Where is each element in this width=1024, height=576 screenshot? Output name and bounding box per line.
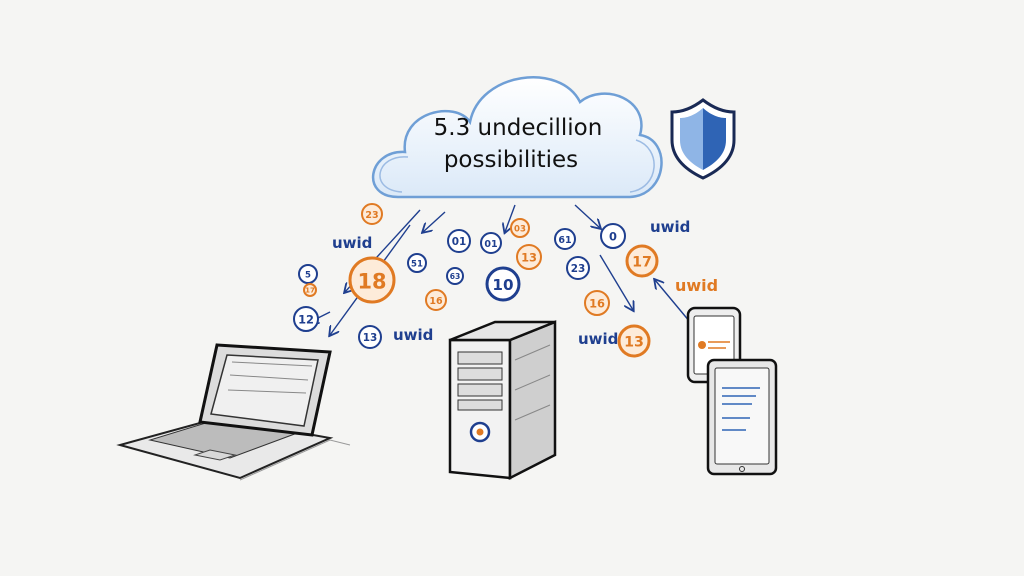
id-coin-label: 17 <box>305 286 315 294</box>
id-coin-label: 17 <box>632 255 652 271</box>
id-coin <box>554 228 576 250</box>
id-coin <box>485 266 521 302</box>
id-coin-label: 16 <box>589 297 605 311</box>
uwid-label-top-right: uwid <box>650 218 690 236</box>
id-coin-label: 01 <box>484 239 497 250</box>
id-coin-label: 61 <box>558 235 571 246</box>
id-coin-label: 10 <box>492 276 513 294</box>
id-coin <box>600 223 626 249</box>
id-coin-label: 23 <box>571 263 586 275</box>
id-coin-label: 13 <box>521 251 537 265</box>
id-coin-label: 12 <box>298 313 314 327</box>
cloud-title-line2: possibilities <box>444 147 578 173</box>
id-coin <box>298 264 318 284</box>
uwid-label-server-right: uwid <box>578 330 618 348</box>
id-coin-label: 63 <box>450 272 461 281</box>
id-coin-label: 13 <box>624 335 644 351</box>
uwid-label-laptop: uwid <box>393 326 433 344</box>
id-coin-label: 0 <box>609 230 617 244</box>
id-coin-label: 51 <box>411 259 423 269</box>
cloud-title-line1: 5.3 undecillion <box>434 115 603 141</box>
id-coin <box>617 324 651 358</box>
shield-icon <box>670 98 736 180</box>
id-coin <box>510 218 530 238</box>
id-coin <box>293 306 319 332</box>
id-coin <box>361 203 383 225</box>
id-coin <box>348 256 396 304</box>
id-coin <box>447 229 471 253</box>
id-coin <box>446 267 464 285</box>
id-coin-label: 01 <box>452 236 467 248</box>
id-coin-label: 16 <box>429 296 443 307</box>
id-coin-label: 18 <box>357 269 386 293</box>
id-coin <box>584 290 610 316</box>
id-coin-label: 23 <box>365 210 378 221</box>
uwid-label-left: uwid <box>332 234 372 252</box>
cloud: 5.3 undecillion possibilities <box>371 76 663 199</box>
id-coin <box>480 232 502 254</box>
tablet-icon <box>706 358 778 476</box>
id-coin <box>625 244 659 278</box>
id-coin <box>358 325 382 349</box>
id-coin <box>303 283 317 297</box>
id-coin <box>566 256 590 280</box>
id-coin <box>425 289 447 311</box>
laptop-icon <box>116 343 351 481</box>
id-coin <box>516 244 542 270</box>
id-coin-label: 5 <box>305 270 311 280</box>
id-coin <box>407 253 427 273</box>
id-coin-label: 13 <box>363 332 378 344</box>
id-coins: 23 01 03 01 13 61 0 17 5 18 51 63 10 23 16 12 13 16 13 17 <box>293 203 659 358</box>
server-icon <box>448 320 557 481</box>
uwid-label-orange: uwid <box>675 276 718 295</box>
id-coin-label: 03 <box>514 224 526 234</box>
label-group: uwid uwid uwid uwid uwid <box>332 218 718 348</box>
